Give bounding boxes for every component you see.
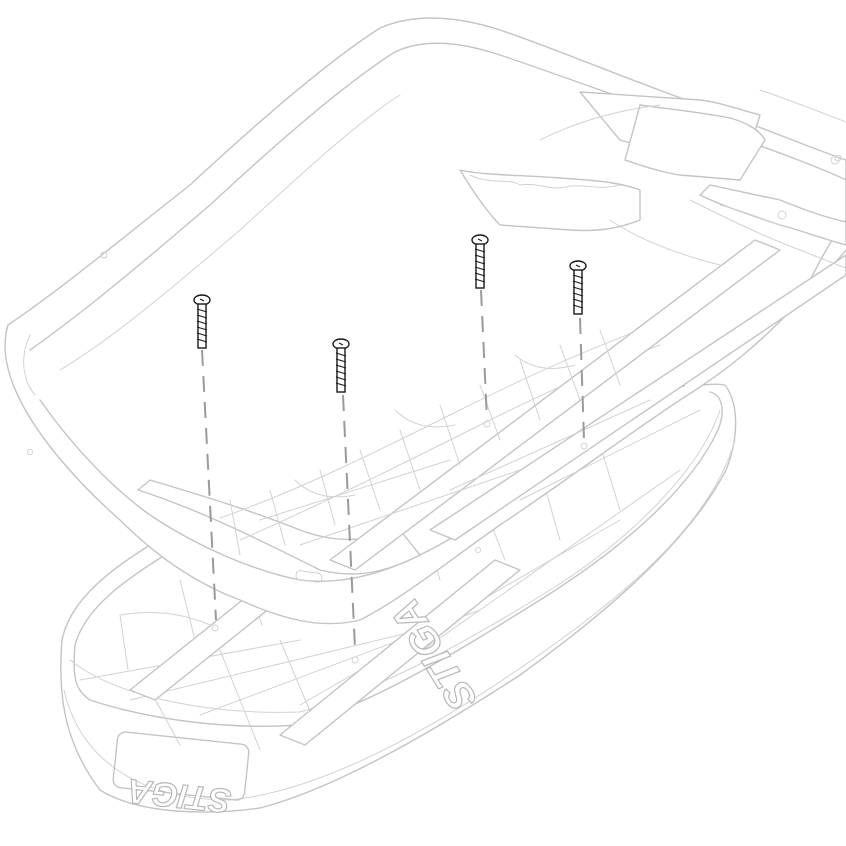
screw-icon: [193, 294, 211, 349]
front-badge: [112, 731, 250, 801]
grid-ribs: [229, 329, 701, 556]
screw-icon: [332, 338, 350, 393]
guide-line-2: [342, 394, 356, 649]
screws: [193, 234, 587, 393]
guide-line-4: [579, 317, 585, 441]
guide-line-1: [201, 349, 217, 621]
screw-icon: [471, 234, 489, 289]
upper-bracket: [459, 89, 846, 269]
support-grid: [137, 239, 846, 664]
alignment-guides: [201, 289, 585, 649]
guide-line-3: [480, 289, 488, 421]
screw-icon: [569, 260, 587, 315]
